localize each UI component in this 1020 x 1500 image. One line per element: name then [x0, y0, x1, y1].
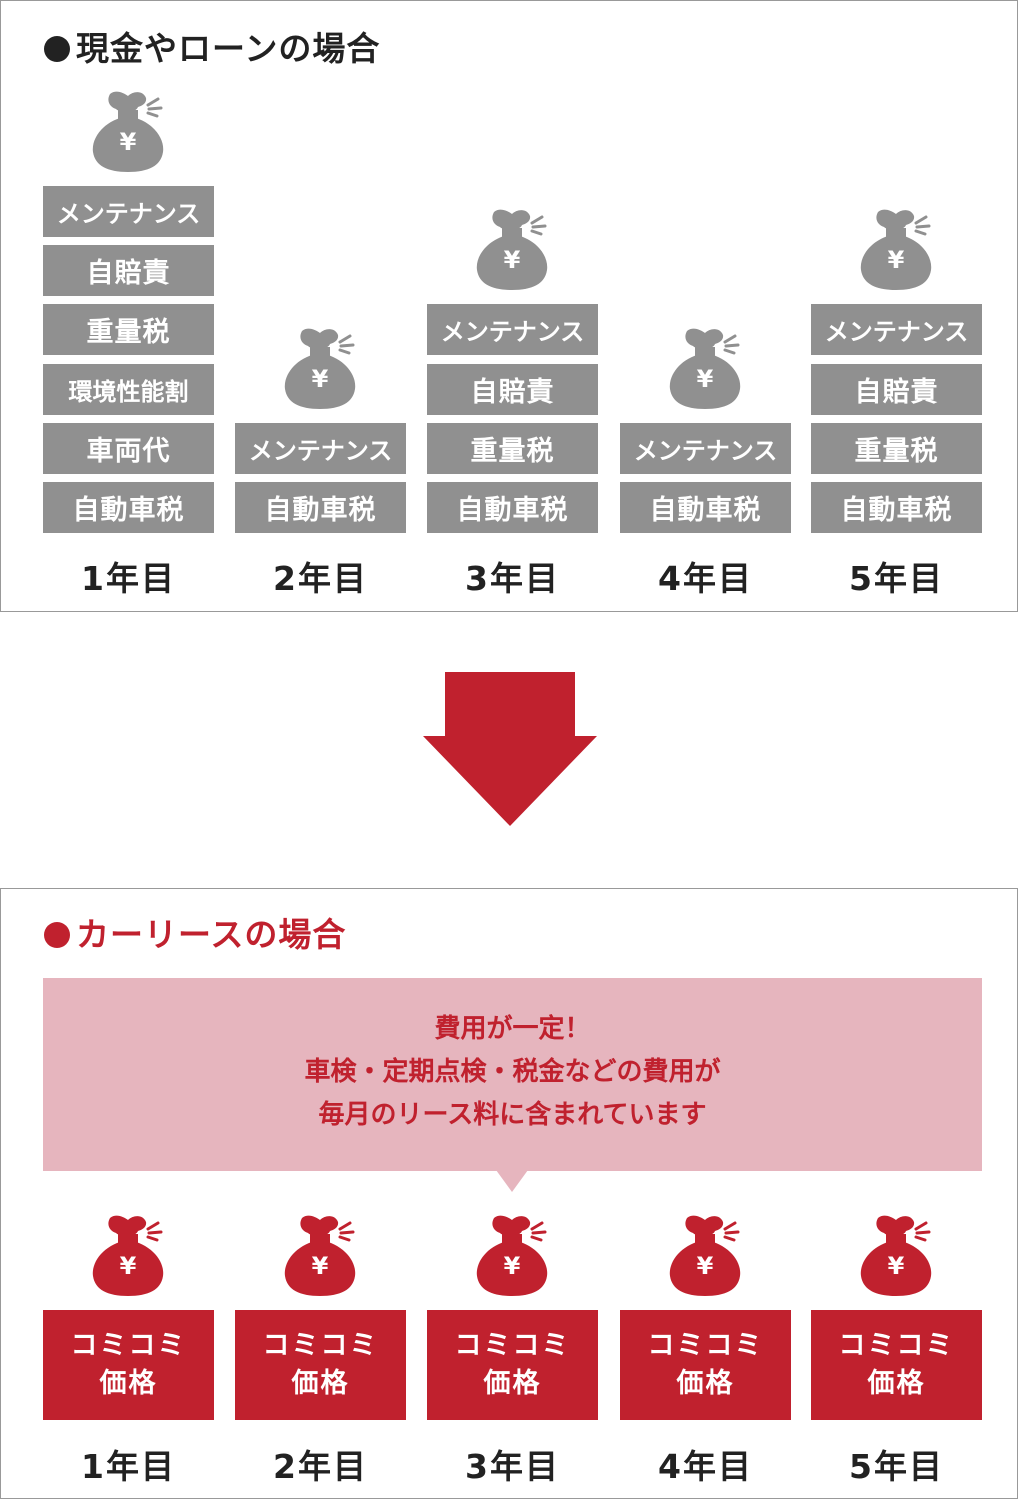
callout-text: 費用が一定！ 車検・定期点検・税金などの費用が 毎月のリース料に含まれています	[43, 1008, 982, 1137]
year-label: 1年目	[81, 559, 176, 598]
year-label: 3年目	[465, 1447, 560, 1486]
year-label: 2年目	[273, 559, 368, 598]
down-arrow-icon	[423, 672, 597, 826]
price-label-line1: コミコミ	[647, 1330, 764, 1361]
callout-pointer	[496, 1170, 528, 1192]
yen-symbol: ¥	[503, 246, 521, 274]
yen-symbol: ¥	[311, 1252, 329, 1280]
yen-symbol: ¥	[503, 1252, 521, 1280]
money-bag-yen-icon: ¥	[278, 1214, 362, 1298]
price-label-line1: コミコミ	[454, 1330, 571, 1361]
money-bag-yen-icon: ¥	[854, 208, 938, 292]
cost-item-block: メンテナンス	[620, 423, 791, 474]
price-label-line2: 価格	[676, 1368, 735, 1399]
money-bag-yen-icon: ¥	[278, 327, 362, 411]
year-label: 1年目	[81, 1447, 176, 1486]
money-bag-yen-icon: ¥	[86, 90, 170, 174]
cash-loan-heading: 現金やローンの場合	[44, 22, 380, 70]
price-label-line2: 価格	[483, 1368, 542, 1399]
cost-item-block: メンテナンス	[43, 186, 214, 237]
all-inclusive-price-block: コミコミ価格	[235, 1310, 406, 1420]
cost-item-block: 自賠責	[811, 364, 982, 415]
cost-item-block: 自賠責	[43, 245, 214, 296]
yen-symbol: ¥	[696, 1252, 714, 1280]
price-label-line2: 価格	[867, 1368, 926, 1399]
cost-item-block: 自賠責	[427, 364, 598, 415]
all-inclusive-price-block: コミコミ価格	[620, 1310, 791, 1420]
price-label-line1: コミコミ	[70, 1330, 187, 1361]
price-label-line2: 価格	[99, 1368, 158, 1399]
callout-line: 車検・定期点検・税金などの費用が	[304, 1057, 721, 1087]
yen-symbol: ¥	[887, 246, 905, 274]
cost-item-block: メンテナンス	[427, 304, 598, 355]
year-label: 5年目	[849, 1447, 944, 1486]
cost-item-block: 自動車税	[811, 482, 982, 533]
car-lease-title: カーリースの場合	[76, 915, 347, 954]
cost-item-block: 自動車税	[43, 482, 214, 533]
bullet-dot-icon	[44, 36, 70, 62]
cost-item-block: 環境性能割	[43, 364, 214, 415]
year-label: 5年目	[849, 559, 944, 598]
price-label-line2: 価格	[291, 1368, 350, 1399]
year-label: 2年目	[273, 1447, 368, 1486]
cash-loan-title: 現金やローンの場合	[76, 29, 381, 68]
year-label: 4年目	[658, 1447, 753, 1486]
money-bag-yen-icon: ¥	[854, 1214, 938, 1298]
cost-item-block: メンテナンス	[235, 423, 406, 474]
cost-item-block: 重量税	[427, 423, 598, 474]
callout-box: 費用が一定！ 車検・定期点検・税金などの費用が 毎月のリース料に含まれています	[43, 978, 982, 1171]
callout-line: 毎月のリース料に含まれています	[318, 1100, 707, 1130]
all-inclusive-price-block: コミコミ価格	[43, 1310, 214, 1420]
yen-symbol: ¥	[311, 365, 329, 393]
all-inclusive-price-block: コミコミ価格	[811, 1310, 982, 1420]
money-bag-yen-icon: ¥	[470, 1214, 554, 1298]
money-bag-yen-icon: ¥	[663, 327, 747, 411]
cost-item-block: 自動車税	[620, 482, 791, 533]
price-label-line1: コミコミ	[262, 1330, 379, 1361]
price-label-line1: コミコミ	[838, 1330, 955, 1361]
car-lease-heading: カーリースの場合	[44, 908, 346, 956]
money-bag-yen-icon: ¥	[470, 208, 554, 292]
yen-symbol: ¥	[119, 128, 137, 156]
year-label: 3年目	[465, 559, 560, 598]
cost-item-block: 重量税	[43, 304, 214, 355]
cost-item-block: メンテナンス	[811, 304, 982, 355]
cost-item-block: 車両代	[43, 423, 214, 474]
money-bag-yen-icon: ¥	[663, 1214, 747, 1298]
cost-item-block: 自動車税	[427, 482, 598, 533]
money-bag-yen-icon: ¥	[86, 1214, 170, 1298]
cost-item-block: 重量税	[811, 423, 982, 474]
bullet-dot-icon	[44, 922, 70, 948]
all-inclusive-price-block: コミコミ価格	[427, 1310, 598, 1420]
yen-symbol: ¥	[119, 1252, 137, 1280]
cost-item-block: 自動車税	[235, 482, 406, 533]
callout-line: 費用が一定！	[434, 1014, 591, 1044]
yen-symbol: ¥	[696, 365, 714, 393]
yen-symbol: ¥	[887, 1252, 905, 1280]
year-label: 4年目	[658, 559, 753, 598]
